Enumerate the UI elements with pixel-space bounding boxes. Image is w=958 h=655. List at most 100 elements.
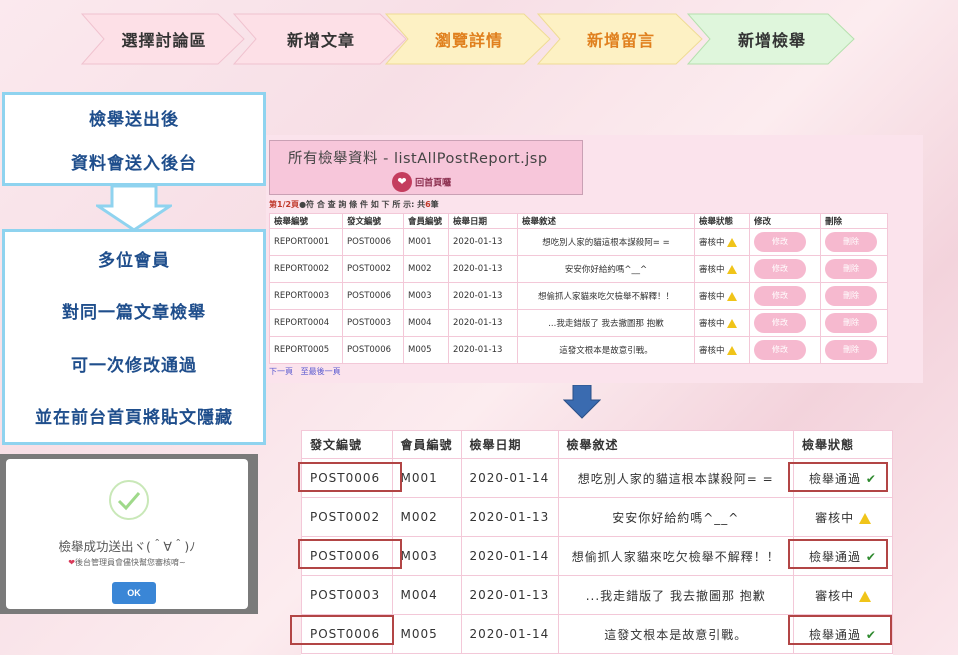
step-arrow-shape — [384, 13, 551, 65]
report-date: 2020-01-13 — [448, 255, 518, 283]
report-desc: 安安你好給約嗎^__^ — [557, 497, 794, 537]
delete-button[interactable]: 刪除 — [825, 286, 877, 306]
report-date: 2020-01-14 — [460, 458, 559, 498]
report-desc: ...我走錯版了 我去撤圖那 抱歉 — [517, 309, 695, 337]
column-header: 發文編號 — [301, 430, 393, 459]
delete-button[interactable]: 刪除 — [825, 313, 877, 333]
post-id: POST0006 — [301, 614, 393, 654]
step-add-report: 新增檢舉 — [686, 8, 858, 70]
count-line: 第1/2頁●符 合 查 詢 條 件 如 下 所 示: 共6筆 — [269, 199, 439, 210]
step-view-details: 瀏覽詳情 — [384, 8, 554, 70]
member-id: M001 — [391, 458, 462, 498]
step-label: 新增留言 — [586, 31, 655, 50]
step-label: 瀏覽詳情 — [434, 31, 503, 50]
warning-icon — [727, 238, 738, 247]
report-desc: 想偷抓人家貓來吃欠檢舉不解釋！！ — [557, 536, 794, 576]
highlight-post-id — [298, 539, 402, 569]
report-id: REPORT0004 — [269, 309, 343, 337]
post-id: POST0006 — [342, 282, 404, 310]
check-icon: ✔ — [865, 627, 877, 642]
report-id: REPORT0003 — [269, 282, 343, 310]
table-row: POST0006 M005 2020-01-14 這發文根本是故意引戰。 檢舉通… — [301, 614, 893, 654]
success-modal: 檢舉成功送出ヾ(＾∀＾)ﾉ ❤後台管理員會儘快幫您審核唷~ OK — [6, 459, 248, 609]
edit-button[interactable]: 修改 — [754, 286, 806, 306]
report-desc: 想吃別人家的貓這根本謀殺阿= = — [517, 228, 695, 256]
highlight-post-id — [298, 462, 402, 492]
table-row: POST0002 M002 2020-01-13 安安你好給約嗎^__^ 審核中 — [301, 497, 893, 537]
table-row: POST0006 M003 2020-01-14 想偷抓人家貓來吃欠檢舉不解釋！… — [301, 536, 893, 576]
status-text: 審核中 — [815, 510, 855, 525]
step-new-article: 新增文章 — [232, 8, 410, 70]
report-date: 2020-01-13 — [460, 497, 559, 537]
delete-button[interactable]: 刪除 — [825, 340, 877, 360]
status-text: 檢舉通過 — [809, 627, 862, 642]
delete-cell: 刪除 — [820, 309, 888, 337]
warning-icon — [727, 346, 738, 355]
status-cell: 審核中 — [694, 309, 750, 337]
status-cell: 檢舉通過 ✔ — [793, 614, 893, 654]
report-date: 2020-01-13 — [460, 575, 559, 615]
info-box-bulk: 多位會員 對同一篇文章檢舉 可一次修改通過 並在前台首頁將貼文隱藏 — [2, 229, 266, 445]
column-header: 檢舉敘述 — [517, 213, 695, 229]
edit-button[interactable]: 修改 — [754, 340, 806, 360]
report-date: 2020-01-13 — [448, 228, 518, 256]
warning-icon — [727, 292, 738, 301]
success-check-icon — [109, 480, 149, 520]
status-cell: 審核中 — [694, 282, 750, 310]
member-id: M004 — [391, 575, 462, 615]
report-title-box: 所有檢舉資料 - listAllPostReport.jsp ❤ 回首頁囉 — [269, 140, 583, 195]
column-header: 檢舉日期 — [448, 213, 518, 229]
blue-down-arrow-icon — [563, 385, 601, 419]
result-panel: 發文編號 會員編號 檢舉日期 檢舉敘述 檢舉狀態 POST0006 M001 2… — [301, 430, 893, 655]
report-date: 2020-01-13 — [448, 282, 518, 310]
next-page-link[interactable]: 下一頁 — [269, 367, 293, 376]
post-id: POST0003 — [342, 309, 404, 337]
status-text: 檢舉通過 — [809, 549, 862, 564]
step-label: 選擇討論區 — [121, 31, 207, 50]
modal-message: 檢舉成功送出ヾ(＾∀＾)ﾉ — [58, 539, 196, 554]
column-header: 會員編號 — [403, 213, 449, 229]
delete-button[interactable]: 刪除 — [825, 232, 877, 252]
status-cell: 審核中 — [694, 336, 750, 364]
post-id: POST0003 — [301, 575, 393, 615]
edit-button[interactable]: 修改 — [754, 313, 806, 333]
info-line: 可一次修改通過 — [71, 355, 197, 376]
table-row: REPORT0004 POST0003 M004 2020-01-13 ...我… — [269, 309, 888, 337]
home-link[interactable]: ❤ 回首頁囉 — [392, 172, 451, 192]
info-box-submit: 檢舉送出後 資料會送入後台 — [2, 92, 266, 186]
warning-icon — [858, 512, 871, 524]
last-page-link[interactable]: 至最後一頁 — [300, 367, 341, 376]
status-cell: 審核中 — [793, 575, 893, 615]
home-link-label: 回首頁囉 — [415, 178, 452, 189]
table-header-row: 檢舉編號 發文編號 會員編號 檢舉日期 檢舉敘述 檢舉狀態 修改 刪除 — [269, 213, 888, 229]
column-header: 檢舉狀態 — [694, 213, 750, 229]
ok-button[interactable]: OK — [112, 582, 156, 604]
post-id: POST0006 — [342, 228, 404, 256]
warning-icon — [858, 590, 871, 602]
modal-sub-message-row: ❤後台管理員會儘快幫您審核唷~ — [6, 557, 248, 568]
edit-button[interactable]: 修改 — [754, 232, 806, 252]
report-date: 2020-01-14 — [460, 536, 559, 576]
column-header: 檢舉編號 — [269, 213, 343, 229]
report-desc: 想偷抓人家貓來吃欠檢舉不解釋！！ — [517, 282, 695, 310]
edit-cell: 修改 — [749, 309, 821, 337]
highlight-status — [788, 615, 892, 645]
report-id: REPORT0005 — [269, 336, 343, 364]
delete-button[interactable]: 刪除 — [825, 259, 877, 279]
step-select-forum: 選擇討論區 — [80, 8, 248, 70]
status-text: 審核中 — [815, 588, 855, 603]
report-id: REPORT0001 — [269, 228, 343, 256]
column-header: 修改 — [749, 213, 821, 229]
modal-backdrop: 檢舉成功送出ヾ(＾∀＾)ﾉ ❤後台管理員會儘快幫您審核唷~ OK — [0, 454, 258, 614]
table-row: REPORT0002 POST0002 M002 2020-01-13 安安你好… — [269, 255, 888, 283]
member-id: M005 — [403, 336, 449, 364]
check-icon: ✔ — [865, 549, 877, 564]
report-date: 2020-01-13 — [448, 309, 518, 337]
edit-cell: 修改 — [749, 282, 821, 310]
down-arrow-icon — [96, 186, 172, 232]
column-header: 會員編號 — [391, 430, 462, 459]
pagination: 下一頁 至最後一頁 — [269, 366, 341, 377]
edit-button[interactable]: 修改 — [754, 259, 806, 279]
report-desc: 安安你好給約嗎^__^ — [517, 255, 695, 283]
highlight-status — [788, 539, 888, 569]
